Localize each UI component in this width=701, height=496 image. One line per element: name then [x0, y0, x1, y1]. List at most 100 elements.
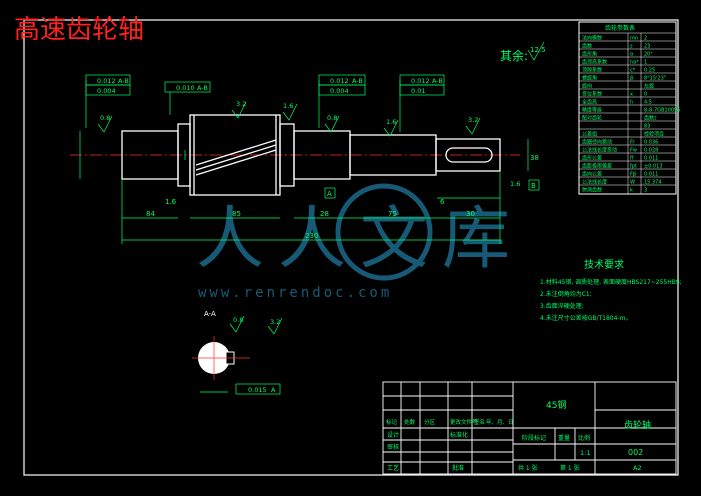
title-block-texts: 45钢 齿轮轴 002 阶段标记 重量 比例 1:1 共 1 张 第 1 张 A…	[386, 399, 651, 472]
param-cell: 跨测齿数	[582, 186, 602, 193]
tb-drawing-no: 002	[628, 448, 643, 457]
param-cell: 3	[644, 187, 647, 193]
param-cell: 旋向	[582, 82, 592, 89]
param-cell: 齿顶高系数	[582, 58, 607, 65]
dim-84: 84	[146, 210, 155, 218]
dim-230: 230	[305, 232, 318, 240]
param-cell: 0.011	[644, 155, 658, 161]
param-cell: 公法线长度	[582, 178, 607, 185]
dim-38: 38	[530, 154, 539, 162]
tech-req-item-1: 1.材料45钢, 调质处理, 表面硬度HBS217~255HBS;	[540, 278, 682, 286]
param-cell: 齿数z	[644, 114, 657, 121]
tb-role-3: 工艺	[387, 464, 399, 472]
param-cell: Fβ	[630, 171, 636, 177]
ra-4: 0.8	[327, 114, 337, 122]
param-cell: ff	[630, 155, 634, 161]
tol-1-val: 0.012	[97, 77, 116, 85]
ra-9: 0.8	[233, 316, 243, 324]
tol-4-ref: A-B	[352, 77, 363, 85]
param-cell: 螺旋角	[582, 74, 597, 81]
technical-requirements: 技术要求 1.材料45钢, 调质处理, 表面硬度HBS217~255HBS; 2…	[540, 258, 682, 322]
param-cell: mn	[630, 35, 638, 41]
roughness-texts: 0.8 3.2 1.6 0.8 1.6 3.2 1.6 3.2 0.8	[100, 100, 520, 326]
param-cell: 精度等级	[582, 106, 602, 113]
ra-2: 3.2	[236, 100, 246, 108]
section-view: 0.015 A A-A	[192, 310, 281, 395]
param-cell: c*	[630, 67, 636, 73]
ra-7: 1.6	[510, 180, 520, 188]
datums: A B	[324, 179, 540, 199]
ra-5: 1.6	[386, 118, 396, 126]
datum-a: A	[327, 190, 332, 198]
tb-weight-col: 重量	[558, 434, 570, 442]
tol-7-val: 0.01	[411, 87, 425, 95]
ra-3: 1.6	[283, 102, 293, 110]
tb-row-2: 处数	[404, 418, 416, 426]
param-cell: x	[630, 91, 633, 97]
dim-30: 30	[466, 210, 475, 218]
section-label: A-A	[204, 310, 216, 318]
param-cell: 8-8-7GB10095	[644, 107, 680, 113]
param-cell: 齿圈径向跳动	[582, 138, 612, 145]
tech-req-item-3: 3.齿面淬硬处理;	[540, 302, 584, 310]
tb-role-5: 批准	[452, 464, 464, 472]
param-cell: W	[630, 179, 635, 185]
param-cell: 左旋	[644, 82, 654, 89]
dim-1-6: 1.6	[165, 198, 177, 206]
param-cell: 顶隙系数	[582, 66, 602, 73]
param-cell: α	[630, 51, 634, 57]
tol-3-ref: A-B	[197, 84, 208, 92]
tb-row-1: 标记	[386, 418, 398, 426]
dim-85: 85	[232, 210, 241, 218]
param-cell: 2	[644, 35, 647, 41]
watermark: 人人文库 www.renrendoc.com	[196, 183, 524, 301]
tb-role-2: 审核	[387, 443, 399, 451]
param-cell: β	[630, 75, 633, 81]
param-cell: 8°15'23"	[644, 75, 666, 81]
tb-row-4: 更改文件号	[450, 418, 478, 426]
param-cell: 20°	[644, 51, 653, 57]
ra-6: 3.2	[468, 116, 478, 124]
param-cell: 4.5	[644, 99, 652, 105]
param-cell: Fw	[630, 147, 637, 153]
sheet-border	[23, 19, 679, 476]
param-cell: 0.028	[644, 147, 658, 153]
drawing-title: 高速齿轮轴	[14, 15, 144, 45]
tol-1-ref: A-B	[118, 77, 129, 85]
param-cell: 齿形角	[582, 50, 597, 57]
param-cell: k	[630, 187, 633, 193]
tb-role-1: 设计	[387, 431, 399, 439]
tech-req-title: 技术要求	[584, 258, 624, 271]
param-cell: 公差组	[582, 130, 597, 137]
roughness-note-value: 12.5	[530, 46, 546, 54]
param-table-title: 齿轮参数表	[605, 24, 635, 32]
tb-part-name: 齿轮轴	[624, 419, 651, 431]
tb-material: 45钢	[546, 399, 566, 411]
tol-4-val: 0.012	[330, 77, 349, 85]
datum-b: B	[531, 182, 536, 190]
param-cell: 0.25	[644, 67, 655, 73]
watermark-cn: 人人文库	[196, 200, 524, 279]
param-cell: 法向模数	[582, 34, 602, 41]
tb-row-5: 签名	[474, 418, 485, 426]
section-tol-ref: A	[271, 386, 276, 394]
param-cell: 齿距极限偏差	[582, 162, 612, 169]
ra-1: 0.8	[100, 114, 110, 122]
watermark-url: www.renrendoc.com	[198, 285, 392, 301]
dim-28: 28	[320, 210, 329, 218]
dim-6: 6	[440, 198, 445, 206]
param-cell: Fr	[630, 139, 636, 145]
shaft-main-view	[70, 114, 520, 196]
ra-8: 3.2	[270, 318, 280, 326]
param-cell: 公法线长度变动	[582, 146, 617, 153]
tech-req-item-4: 4.未注尺寸公差按GB/T1804-m。	[540, 314, 631, 322]
roughness-note: 其余:	[500, 48, 528, 63]
param-cell: 1	[644, 59, 647, 65]
roughness-marks	[97, 41, 545, 335]
param-cell: 齿向公差	[582, 170, 602, 177]
dimension-texts: 84 85 28 75 6 30 38 230 1.6	[146, 154, 539, 240]
param-cell: ha*	[630, 59, 639, 65]
param-cell: h	[630, 99, 633, 105]
param-cell: 配对齿轮	[582, 114, 602, 121]
